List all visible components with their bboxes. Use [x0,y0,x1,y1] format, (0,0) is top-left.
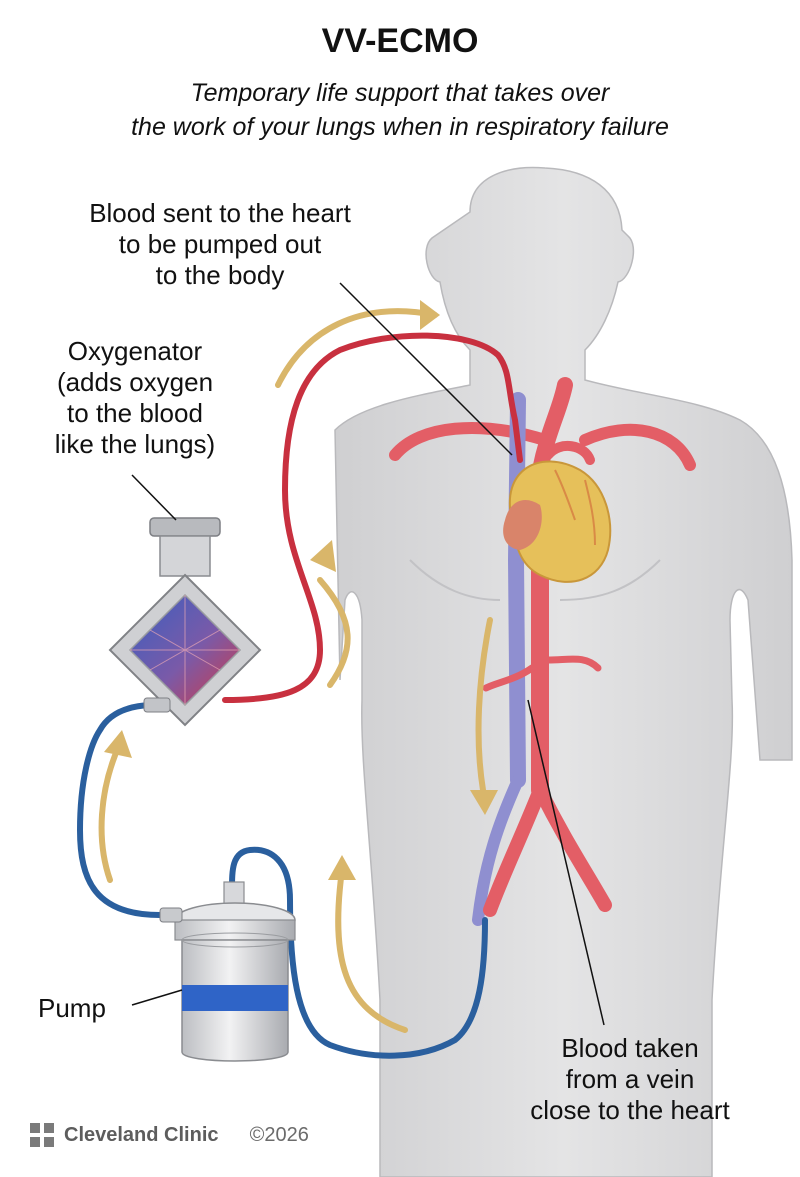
flow-arrow-icon [275,300,440,388]
pointer-lines [131,282,605,1026]
brand-name: Cleveland Clinic [64,1124,219,1146]
flow-arrow-icon [470,617,498,815]
label-oxygenator-line: to the blood [67,398,203,428]
flow-arrow-icon [98,730,132,883]
copyright: ©2026 [249,1124,309,1146]
subtitle-line-1: Temporary life support that takes over [190,79,610,107]
label-oxygenator-line: (adds oxygen [56,367,214,397]
label-blood-to-heart-line: Blood sent to the heart [89,198,351,228]
label-oxygenator-line: Oxygenator [67,336,203,366]
label-blood-taken: Blood taken from a vein close to the hea… [495,1033,765,1126]
footer: Cleveland Clinic ©2026 [64,1124,309,1147]
flow-arrow-icon [310,540,351,688]
label-blood-taken-line: Blood taken [561,1033,699,1063]
label-blood-taken-line: from a vein [565,1064,695,1094]
pump-device [159,881,296,1062]
deoxygenated-tube-return [229,846,488,1059]
flow-arrows [98,300,498,1033]
label-oxygenator-line: like the lungs) [54,429,216,459]
label-blood-taken-line: close to the heart [530,1095,730,1125]
human-body [334,166,793,1177]
oxygenated-tube [222,332,523,703]
flow-arrow-icon [328,855,408,1033]
label-blood-to-heart: Blood sent to the heart to be pumped out… [70,198,370,291]
label-pump: Pump [38,993,106,1023]
oxygenator-device [108,517,262,727]
subtitle-line-2: the work of your lungs when in respirato… [131,113,669,141]
heart [503,441,612,583]
label-blood-to-heart-line: to be pumped out [118,229,322,259]
label-oxygenator: Oxygenator (adds oxygen to the blood lik… [20,336,250,460]
deoxygenated-tube-supply [76,702,163,918]
label-blood-to-heart-line: to the body [155,260,285,290]
cleveland-clinic-logo-icon [30,1123,54,1147]
page-title: VV-ECMO [321,22,479,60]
